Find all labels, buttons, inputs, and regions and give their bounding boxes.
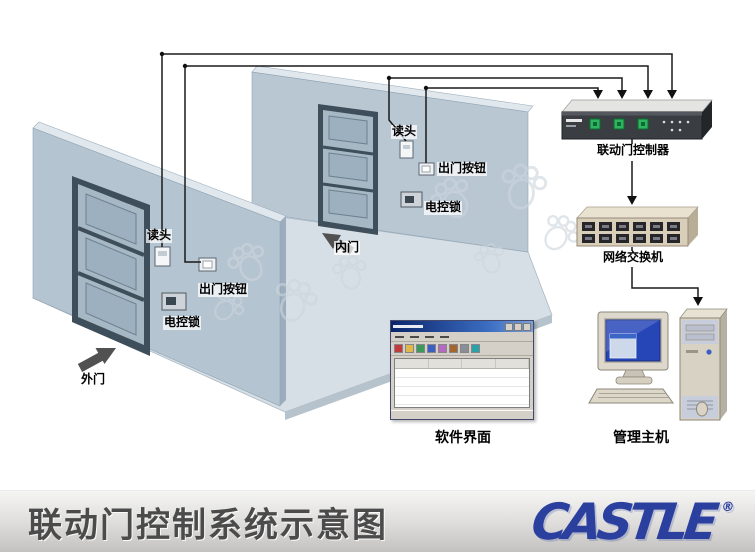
- computer-monitor: [597, 311, 669, 385]
- controller-buttons: [589, 118, 649, 130]
- wire-outer-reader: [161, 53, 673, 247]
- inner-electric-lock-device: [400, 191, 423, 208]
- controller-device: [561, 99, 713, 140]
- switch-ports: [582, 222, 680, 243]
- toolbar-icon: [449, 344, 458, 353]
- software-label: 软件界面: [435, 430, 491, 446]
- maximize-button: [514, 322, 522, 331]
- outer-lock-label: 电控锁: [163, 315, 202, 330]
- inner-lock-label: 电控锁: [424, 200, 463, 215]
- inner-door-label: 内门: [334, 240, 361, 255]
- wire-inner-exit-button: [425, 87, 599, 163]
- software-statusbar: [391, 410, 533, 419]
- toolbar-icon: [427, 344, 436, 353]
- controller-leds: [662, 120, 690, 132]
- software-toolbar: [391, 342, 533, 356]
- outer-door-label: 外门: [80, 372, 107, 387]
- software-titlebar: [391, 321, 533, 332]
- wire-junction-dots: [159, 51, 429, 91]
- outer-reader-label: 读头: [146, 228, 173, 243]
- outer-electric-lock-device: [161, 292, 187, 311]
- outer-door-arrow: [77, 348, 116, 372]
- switch-label: 网络交换机: [580, 250, 686, 265]
- outer-door: [72, 176, 150, 356]
- software-list-row: [395, 369, 529, 378]
- software-title-text: [393, 325, 423, 328]
- outer-exit-button-device: [198, 257, 217, 272]
- footer-title: 联动门控制系统示意图: [28, 505, 388, 545]
- toolbar-icon: [460, 344, 469, 353]
- toolbar-icon: [438, 344, 447, 353]
- software-window-buttons: [505, 322, 531, 331]
- close-button: [523, 322, 531, 331]
- software-list-area: [394, 358, 530, 414]
- minimize-button: [505, 322, 513, 331]
- software-list-header: [395, 359, 529, 369]
- software-list-row: [395, 396, 529, 405]
- outer-reader-device: [154, 246, 171, 267]
- wire-arrowheads: [593, 90, 703, 306]
- inner-reader-device: [399, 140, 414, 159]
- computer-keyboard: [588, 388, 674, 404]
- network-switch-device: [576, 206, 699, 247]
- software-list-row: [395, 387, 529, 396]
- toolbar-icon: [394, 344, 403, 353]
- computer-mouse: [696, 401, 708, 417]
- footer-bar: 联动门控制系统示意图 CASTLE®: [0, 490, 755, 552]
- inner-door: [318, 104, 378, 235]
- software-window: [390, 320, 534, 420]
- inner-reader-label: 读头: [391, 124, 418, 139]
- toolbar-icon: [471, 344, 480, 353]
- brand-logo: CASTLE®: [529, 493, 737, 551]
- inner-exit-button-device: [418, 162, 435, 176]
- toolbar-icon: [416, 344, 425, 353]
- host-label: 管理主机: [613, 430, 669, 446]
- software-list-row: [395, 378, 529, 387]
- diagram-canvas: [31, 51, 728, 421]
- brand-logo-text: CASTLE: [528, 493, 718, 551]
- management-host-computer: [588, 308, 728, 421]
- outer-exit-button-label: 出门按钮: [198, 282, 249, 297]
- toolbar-icon: [405, 344, 414, 353]
- controller-label: 联动门控制器: [580, 143, 686, 158]
- wire-switch-to-host: [631, 247, 699, 297]
- registered-mark: ®: [720, 500, 736, 515]
- software-menubar: [391, 332, 533, 342]
- inner-exit-button-label: 出门按钮: [437, 161, 488, 176]
